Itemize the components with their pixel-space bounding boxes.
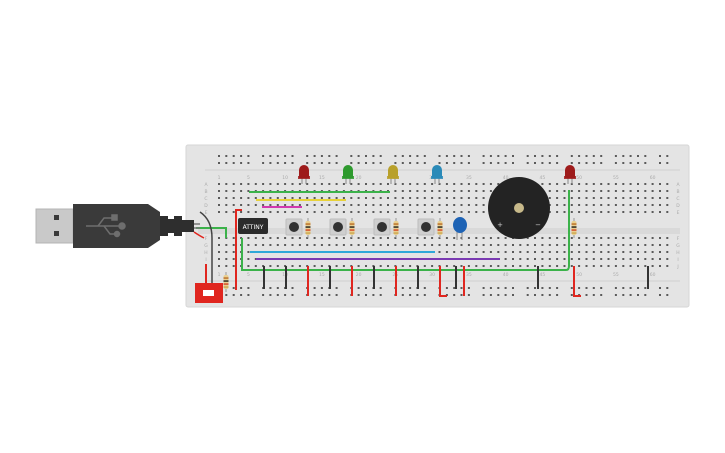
column-number: 60 <box>650 272 656 278</box>
led[interactable] <box>387 165 399 184</box>
resistor[interactable] <box>305 218 311 238</box>
column-number: 35 <box>466 272 472 278</box>
led-group <box>298 165 576 184</box>
led[interactable] <box>298 165 310 184</box>
row-letter: F <box>677 236 680 242</box>
resistor-group <box>223 218 577 292</box>
usb-green-wire <box>196 227 227 238</box>
pushbutton[interactable] <box>417 218 435 236</box>
usb-red-wire <box>193 231 205 239</box>
buzzer[interactable]: + − <box>488 177 550 239</box>
row-letter: I <box>677 257 678 263</box>
row-letter: J <box>676 264 678 270</box>
buzzer-plus-label: + <box>497 221 503 229</box>
pushbutton[interactable] <box>373 218 391 236</box>
pushbutton[interactable] <box>285 218 303 236</box>
column-number: 15 <box>319 272 325 278</box>
column-number: 1 <box>218 272 221 278</box>
row-letter: G <box>204 243 208 249</box>
column-number: 50 <box>576 272 582 278</box>
led[interactable] <box>342 165 354 184</box>
usb-metal-plug <box>35 208 74 244</box>
column-number: 5 <box>247 272 250 278</box>
resistor[interactable] <box>223 272 229 292</box>
resistor[interactable] <box>571 218 577 238</box>
led[interactable] <box>564 165 576 184</box>
row-letter: F <box>205 236 208 242</box>
column-number: 10 <box>282 175 288 181</box>
column-number: 20 <box>356 272 362 278</box>
row-letter: H <box>676 250 679 256</box>
buzzer-minus-label: − <box>535 221 541 229</box>
usb-symbol-icon <box>86 214 126 238</box>
column-number: 50 <box>576 175 582 181</box>
column-number: 15 <box>319 175 325 181</box>
attiny-chip[interactable]: ATTINY <box>238 218 268 234</box>
resistor[interactable] <box>349 218 355 238</box>
row-letter: E <box>205 210 208 216</box>
column-number: 40 <box>503 175 509 181</box>
row-letter: I <box>205 257 206 263</box>
column-number: 30 <box>429 272 435 278</box>
capacitor[interactable] <box>453 217 467 240</box>
row-letter: H <box>204 250 207 256</box>
pushbutton-group <box>285 218 435 236</box>
column-number: 60 <box>650 175 656 181</box>
led[interactable] <box>431 165 443 184</box>
row-letter: A <box>204 182 208 188</box>
rail-jumpers <box>263 266 649 297</box>
resistor[interactable] <box>393 218 399 238</box>
column-number: 35 <box>466 175 472 181</box>
usb-black-wire <box>199 211 213 286</box>
pushbutton[interactable] <box>329 218 347 236</box>
red-wire-left <box>235 209 242 290</box>
row-letter: C <box>676 196 679 202</box>
jumper-wires <box>196 190 570 290</box>
row-letter: G <box>676 243 680 249</box>
column-number: 1 <box>218 175 221 181</box>
row-letter: C <box>204 196 207 202</box>
resistor[interactable] <box>437 218 443 238</box>
row-letter: A <box>676 182 680 188</box>
column-number: 5 <box>247 175 250 181</box>
chip-label: ATTINY <box>243 224 264 231</box>
slide-switch[interactable] <box>195 283 223 303</box>
column-number: 55 <box>613 272 619 278</box>
row-letter: D <box>676 203 680 209</box>
row-letter: D <box>204 203 208 209</box>
column-number: 40 <box>503 272 509 278</box>
green-wire-loop <box>241 190 570 271</box>
usb-connector[interactable] <box>35 204 205 248</box>
column-number: 20 <box>356 175 362 181</box>
column-number: 45 <box>540 272 546 278</box>
column-number: 55 <box>613 175 619 181</box>
row-letter: B <box>676 189 679 195</box>
row-letter: E <box>677 210 680 216</box>
column-number: 45 <box>540 175 546 181</box>
row-letter: B <box>204 189 207 195</box>
